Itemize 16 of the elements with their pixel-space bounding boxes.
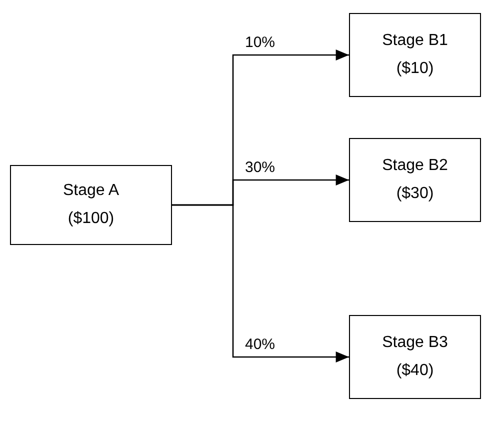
edge-label: 40% <box>243 337 278 352</box>
stage-name: Stage B1 <box>382 31 448 51</box>
stage-amount: ($100) <box>68 209 114 229</box>
stage-box <box>10 165 172 245</box>
stage-name: Stage B2 <box>382 156 448 176</box>
edge-label: 30% <box>243 160 278 175</box>
stage-name: Stage B3 <box>382 333 448 353</box>
stage-box <box>349 315 481 399</box>
stage-amount: ($40) <box>396 361 434 381</box>
stage-box <box>349 13 481 97</box>
edge-label: 10% <box>243 35 278 50</box>
stage-amount: ($10) <box>396 59 434 79</box>
stage-name: Stage A <box>62 181 120 201</box>
arrow <box>172 204 349 362</box>
stage-box <box>349 138 481 222</box>
stage-amount: ($30) <box>396 184 434 204</box>
